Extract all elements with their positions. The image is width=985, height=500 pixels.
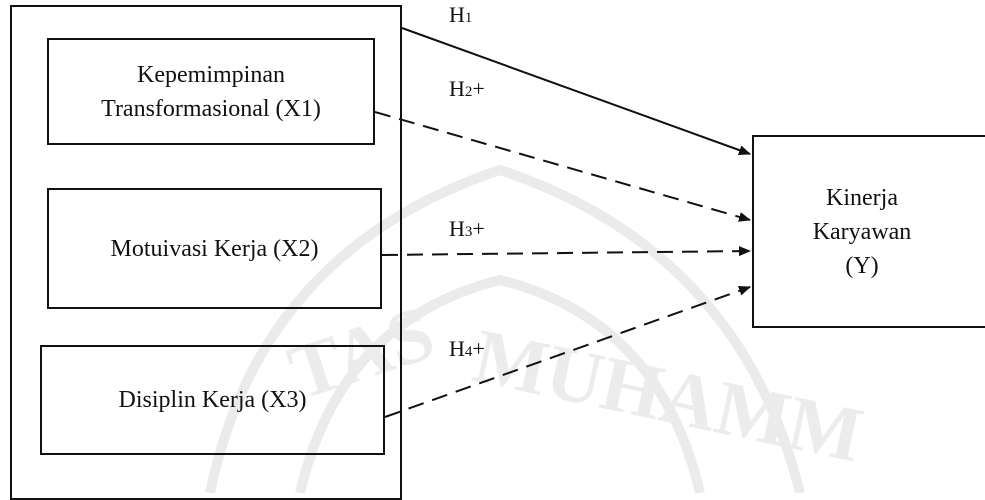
node-y-line3: (Y): [845, 252, 879, 279]
edge-h3-arrow: [381, 246, 751, 257]
node-y: [752, 135, 985, 328]
h2-sign: +: [472, 76, 485, 101]
node-y-line1: Kinerja: [826, 184, 898, 211]
node-y-line2: Karyawan: [812, 218, 912, 245]
node-x3-label: Disiplin Kerja (X3): [118, 387, 307, 413]
h3-subscript: 3: [464, 224, 473, 240]
h3-sign: +: [472, 216, 485, 241]
edge-h4-arrow: [384, 285, 751, 418]
node-x1-line1: Kepemimpinan: [137, 61, 285, 88]
hypothesis-h2-label: H2+: [449, 76, 485, 102]
hypothesis-h3-label: H3+: [449, 216, 485, 242]
watermark-inner-arc: [295, 274, 705, 493]
h2-subscript: 2: [464, 84, 473, 100]
node-x1: [47, 38, 375, 145]
edge-h1-arrow: [401, 27, 751, 155]
h1-subscript: 1: [464, 10, 473, 26]
node-x1-line2: Transformasional (X1): [101, 95, 321, 122]
h4-letter: H: [449, 336, 465, 361]
h1-letter: H: [449, 2, 465, 27]
node-x1-label: Kepemimpinan Transformasional (X1): [47, 38, 375, 145]
h4-sign: +: [472, 336, 485, 361]
node-x3: [40, 345, 385, 455]
node-y-label: Kinerja Karyawan (Y): [752, 135, 972, 328]
edge-h2-arrow: [374, 111, 751, 222]
watermark-arc: [205, 164, 805, 493]
h4-subscript: 4: [464, 344, 473, 360]
h3-letter: H: [449, 216, 465, 241]
node-x2-label: Motuivasi Kerja (X2): [110, 235, 319, 262]
h2-letter: H: [449, 76, 465, 101]
node-x2: [47, 188, 382, 309]
hypothesis-h4-label: H4+: [449, 336, 485, 362]
hypothesis-h1-label: H1: [449, 2, 472, 28]
